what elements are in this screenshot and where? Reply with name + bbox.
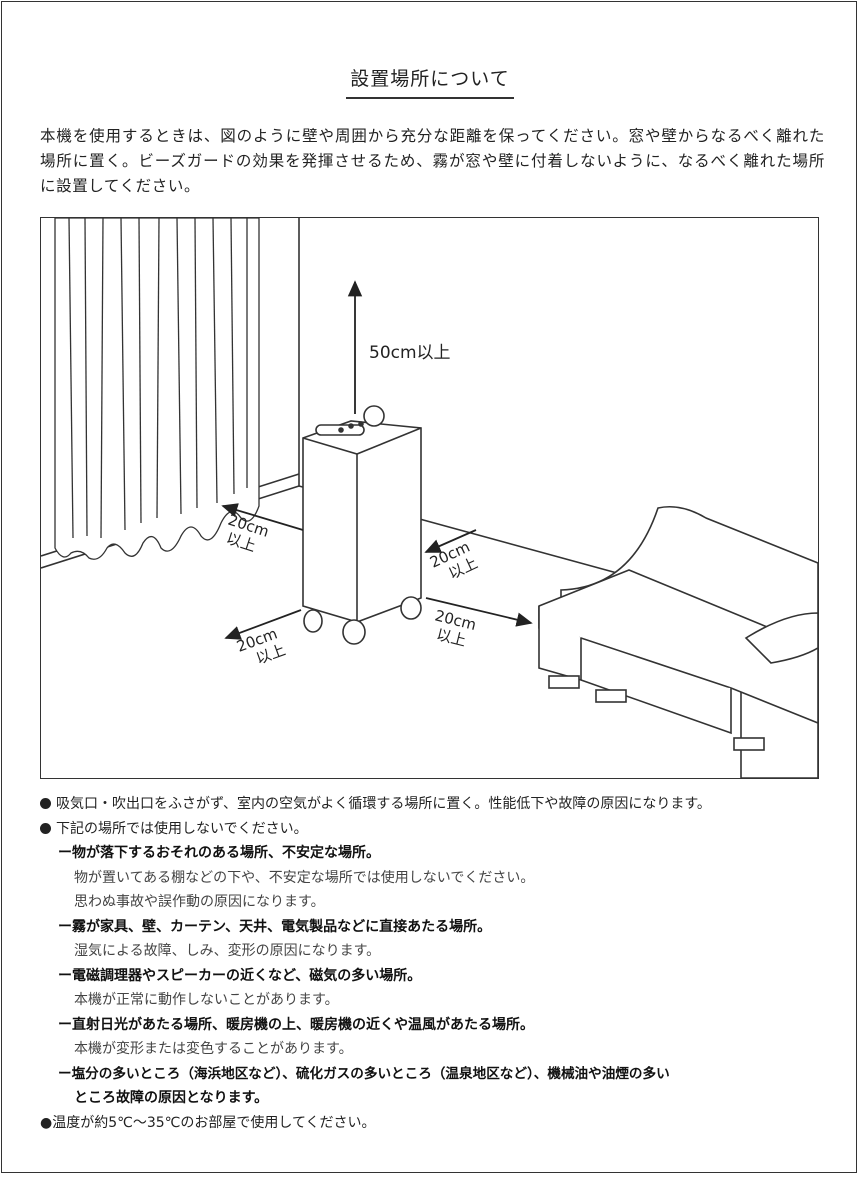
top-clearance-label: 50cm以上	[369, 343, 451, 363]
humidifier-drawing	[302, 405, 422, 645]
curtain-drawing	[54, 218, 260, 560]
list-item: 下記の場所では使用しないでください。	[40, 817, 830, 842]
sofa-drawing	[538, 505, 818, 778]
bullet-dot-icon	[40, 822, 51, 834]
caution-heading-continued: ところ故障の原因となります。	[74, 1090, 269, 1106]
caution-heading: ー塩分の多いところ（海浜地区など）、硫化ガスの多いところ（温泉地区など）、機械油…	[58, 1065, 670, 1082]
caution-heading: ー物が落下するおそれのある場所、不安定な場所。	[58, 845, 380, 861]
caution-detail: 物が置いてある棚などの下や、不安定な場所では使用しないでください。	[74, 869, 535, 886]
caution-detail: 本機が変形または変色することがあります。	[74, 1041, 353, 1057]
intro-paragraph: 本機を使用するときは、図のように壁や周囲から充分な距離を保ってください。窓や壁か…	[40, 127, 825, 195]
notes-list: 吸気口・吹出口をふさがず、室内の空気がよく循環する場所に置く。性能低下や故障の原…	[40, 792, 830, 1135]
caution-detail: 本機が正常に動作しないことがあります。	[74, 992, 339, 1008]
installation-illustration: 50cm以上 20cm 以上 20cm 以上 20cm 以上 20cm 以上	[40, 217, 819, 779]
caution-detail: 思わぬ事故や誤作動の原因になります。	[74, 894, 325, 910]
caution-heading: ー電磁調理器やスピーカーの近くなど、磁気の多い場所。	[58, 967, 422, 984]
clearance-arrows	[221, 280, 533, 640]
caution-heading: ー直射日光があたる場所、暖房機の上、暖房機の近くや温風があたる場所。	[58, 1016, 534, 1033]
caution-detail: 湿気による故障、しみ、変形の原因になります。	[74, 943, 381, 959]
list-item: 吸気口・吹出口をふさがず、室内の空気がよく循環する場所に置く。性能低下や故障の原…	[40, 792, 830, 817]
caution-heading: ー霧が家具、壁、カーテン、天井、電気製品などに直接あたる場所。	[58, 918, 492, 935]
page-title: 設置場所について	[0, 64, 860, 99]
temperature-note: ●温度が約5℃〜35℃のお部屋で使用してください。	[40, 1114, 376, 1131]
bullet-dot-icon	[40, 798, 51, 809]
